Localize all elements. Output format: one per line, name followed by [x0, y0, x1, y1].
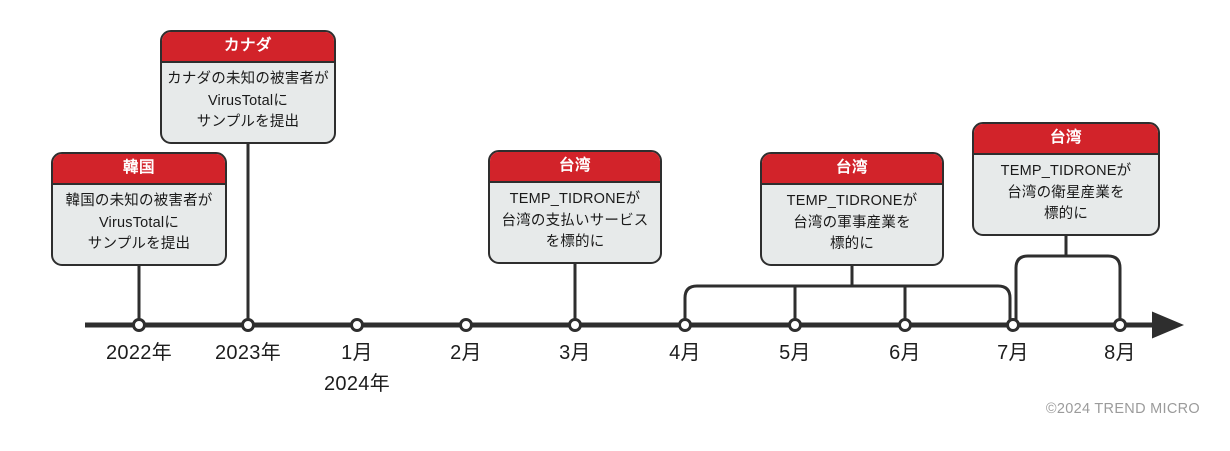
- tick-marker-may: [788, 318, 802, 332]
- event-description-taiwan-payment: TEMP_TIDRONEが 台湾の支払いサービス を標的に: [501, 191, 649, 251]
- event-box-taiwan-payment: 台湾 TEMP_TIDRONEが 台湾の支払いサービス を標的に: [488, 150, 662, 264]
- tick-marker-jul: [1006, 318, 1020, 332]
- event-header-canada: カナダ: [162, 32, 334, 64]
- event-description-taiwan-military: TEMP_TIDRONEが 台湾の軍事産業を 標的に: [786, 193, 918, 253]
- event-header-taiwan-satellite: 台湾: [974, 124, 1158, 156]
- event-box-taiwan-military: 台湾 TEMP_TIDRONEが 台湾の軍事産業を 標的に: [760, 152, 944, 266]
- timeline-arrowhead: [1152, 311, 1184, 339]
- tick-label-jun: 6月: [889, 342, 921, 364]
- event-box-taiwan-satellite: 台湾 TEMP_TIDRONEが 台湾の衛星産業を 標的に: [972, 122, 1160, 236]
- tick-marker-mar: [568, 318, 582, 332]
- tick-label-2023: 2023年: [215, 342, 281, 364]
- tick-label-jan: 1月: [341, 342, 373, 364]
- tick-label-feb: 2月: [450, 342, 482, 364]
- copyright-text: ©2024 TREND MICRO: [1045, 401, 1200, 417]
- tick-marker-aug: [1113, 318, 1127, 332]
- event-description-korea: 韓国の未知の被害者が VirusTotalに サンプルを提出: [65, 193, 213, 253]
- bracket-apr-jul: [683, 284, 1012, 322]
- event-header-taiwan-military: 台湾: [762, 154, 942, 186]
- event-header-taiwan-payment: 台湾: [490, 152, 660, 184]
- event-box-canada: カナダ カナダの未知の被害者が VirusTotalに サンプルを提出: [160, 30, 336, 144]
- tick-label-mar: 3月: [559, 342, 591, 364]
- tick-marker-apr: [678, 318, 692, 332]
- event-box-korea: 韓国 韓国の未知の被害者が VirusTotalに サンプルを提出: [51, 152, 227, 266]
- tick-marker-jun: [898, 318, 912, 332]
- tick-marker-jan: [350, 318, 364, 332]
- tick-marker-2022: [132, 318, 146, 332]
- tick-label-may: 5月: [779, 342, 811, 364]
- event-header-korea: 韓国: [53, 154, 225, 186]
- tick-label-2024: 2024年: [324, 373, 390, 395]
- event-description-taiwan-satellite: TEMP_TIDRONEが 台湾の衛星産業を 標的に: [1000, 163, 1132, 223]
- event-description-canada: カナダの未知の被害者が VirusTotalに サンプルを提出: [167, 71, 329, 131]
- tick-label-apr: 4月: [669, 342, 701, 364]
- tick-label-2022: 2022年: [106, 342, 172, 364]
- tick-label-jul: 7月: [997, 342, 1029, 364]
- tick-label-aug: 8月: [1104, 342, 1136, 364]
- tick-marker-2023: [241, 318, 255, 332]
- tick-marker-feb: [459, 318, 473, 332]
- bracket-jul-aug: [1014, 254, 1122, 322]
